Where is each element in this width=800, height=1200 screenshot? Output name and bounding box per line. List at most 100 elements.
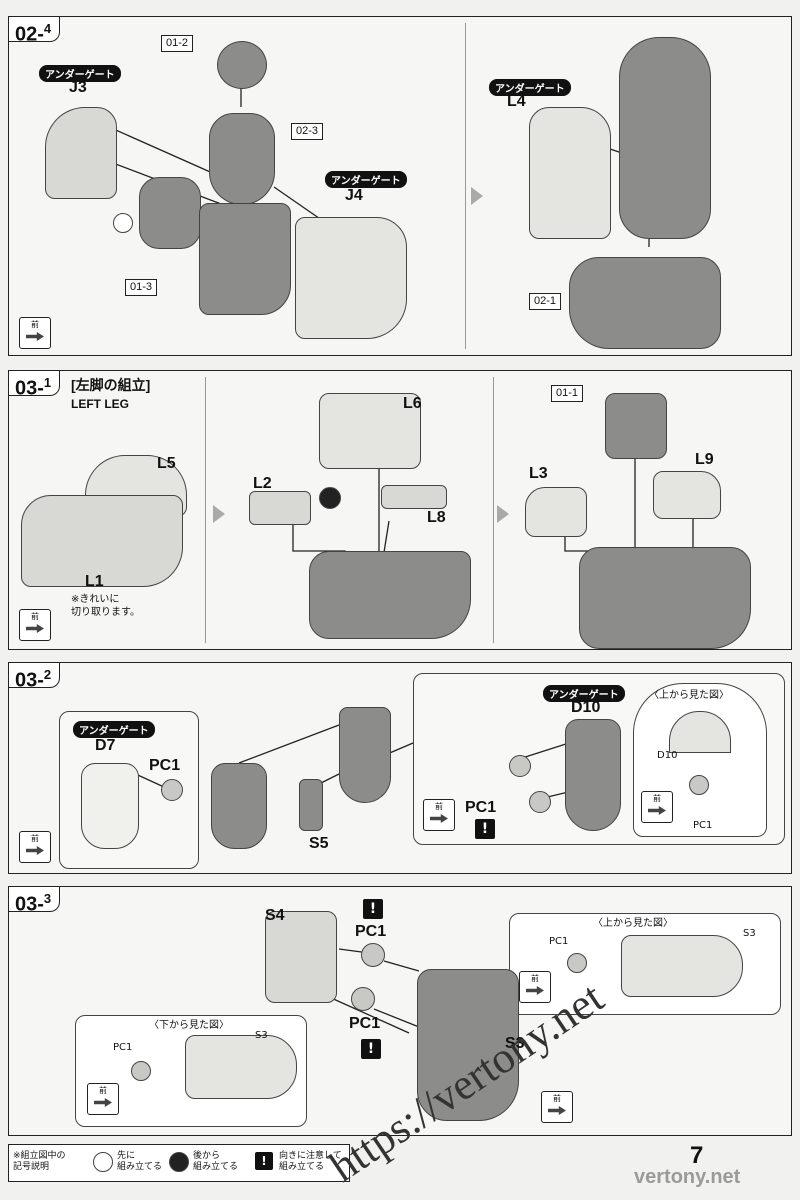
part-knee-shape [339,707,391,803]
part-01-3-shape [139,177,201,249]
part-label-s4: S4 [265,907,285,924]
front-direction-icon: 前 [19,317,51,349]
build-after-symbol [319,487,341,509]
next-arrow [471,187,483,205]
part-s3-shape [417,969,519,1121]
part-j4-shape [295,217,407,339]
part-label-l1: L1 [85,573,104,590]
part-l4-shape [529,107,611,239]
step-panel-03-1: 03-1 [左脚の組立] LEFT LEG L5 L1 ※きれいに切り取ります。… [8,370,792,650]
panel-divider [205,377,206,643]
panel-divider [465,23,466,349]
part-01-1-shape [605,393,667,459]
part-label-l8: L8 [427,509,446,526]
inset-title: 〈上から見た図〉 [649,690,729,701]
part-label-d7: D7 [95,737,116,754]
step-panel-02-4: 02-4 アンダーゲート J3 01-2 02-3 01-3 アンダーゲート J… [8,16,792,356]
front-direction-icon: 前 [19,609,51,641]
orientation-warning-icon: ! [255,1152,273,1170]
step-number: 02-4 [9,17,61,46]
build-first-icon [93,1152,113,1172]
part-label-j3: J3 [69,79,87,96]
step-panel-03-3: 03-3 S4 ! PC1 PC1 ! S3 〈上から見た図〉 PC1 S3 〈… [8,886,792,1136]
part-02-1-shape [569,257,721,349]
legend-title: ※組立図中の記号説明 [13,1151,66,1172]
part-l6-shape [319,393,421,469]
part-label-l9: L9 [695,451,714,468]
part-label-02-1: 02-1 [529,293,562,310]
watermark-brand: vertony.net [634,1166,741,1188]
part-pc1-shape [509,755,531,777]
part-label-pc1: PC1 [355,923,387,940]
part-l2-shape [249,491,311,525]
part-pc1-shape [351,987,375,1011]
next-arrow [213,505,225,523]
part-pc1-shape [529,791,551,813]
front-direction-icon: 前 [423,799,455,831]
part-leg-body-shape [199,203,291,315]
part-label-l2: L2 [253,475,272,492]
part-label-01-3: 01-3 [125,279,158,296]
top-view-pc1-shape [567,953,587,973]
part-l3-shape [525,487,587,537]
build-after-icon [169,1152,189,1172]
top-view-pc1-shape [689,775,709,795]
part-label-01-2: 01-2 [161,35,194,52]
trim-note: ※きれいに切り取ります。 [71,594,140,618]
part-label-pc1: PC1 [149,757,181,774]
bottom-view-pc1-shape [131,1061,151,1081]
inset-label-pc1: PC1 [693,820,713,831]
under-gate-badge: アンダーゲート [39,65,121,82]
symbol-legend: ※組立図中の記号説明 先に組み立てる 後から組み立てる ! 向きに注意して組み立… [8,1144,350,1182]
legend-build-after: 後から組み立てる [193,1151,239,1172]
part-l1-shape [21,495,183,587]
part-pc1-shape [361,943,385,967]
orientation-warning-icon: ! [363,899,383,919]
part-label-d10: D10 [571,699,601,716]
front-direction-icon: 前 [519,971,551,1003]
part-label-j4: J4 [345,187,363,204]
under-gate-badge: アンダーゲート [325,171,407,188]
page-number: 7 [690,1142,704,1169]
part-label-s5: S5 [309,835,329,852]
part-l8-shape [381,485,447,509]
under-gate-badge: アンダーゲート [73,721,155,738]
step-number: 03-3 [9,887,61,916]
front-direction-icon: 前 [87,1083,119,1115]
step-number: 03-2 [9,663,61,692]
part-label-l5: L5 [157,455,176,472]
part-d7-copy-shape [211,763,267,849]
front-direction-icon: 前 [641,791,673,823]
part-label-l6: L6 [403,395,422,412]
inset-label-pc1: PC1 [549,936,569,947]
part-label-pc1: PC1 [465,799,497,816]
part-02-3-shape [209,113,275,205]
part-thigh-shape [619,37,711,239]
part-j3-shape [45,107,117,199]
part-foot-base-shape [309,551,471,639]
next-arrow [497,505,509,523]
inset-title: 〈下から見た図〉 [149,1020,229,1031]
front-direction-icon: 前 [541,1091,573,1123]
part-label-l4: L4 [507,93,526,110]
inset-label-d10: D10 [657,750,678,761]
part-l9-shape [653,471,721,519]
section-title-jp: [左脚の組立] [71,377,151,393]
orientation-warning-icon: ! [475,819,495,839]
part-foot-assembled-shape [579,547,751,649]
front-direction-icon: 前 [19,831,51,863]
part-label-pc1: PC1 [349,1015,381,1032]
bottom-view-part-shape [185,1035,297,1099]
top-view-part-shape [621,935,743,997]
inset-label-s3: S3 [255,1030,268,1041]
inset-label-s3: S3 [743,928,756,939]
step-panel-03-2: 03-2 アンダーゲート D7 PC1 S5 アンダーゲート D10 PC1 !… [8,662,792,874]
legend-orientation: 向きに注意して組み立てる [279,1151,342,1172]
build-first-symbol [113,213,133,233]
inset-label-pc1: PC1 [113,1042,133,1053]
inset-title: 〈上から見た図〉 [593,918,673,929]
under-gate-badge: アンダーゲート [543,685,625,702]
part-label-l3: L3 [529,465,548,482]
part-d7-shape [81,763,139,849]
panel-divider [493,377,494,643]
